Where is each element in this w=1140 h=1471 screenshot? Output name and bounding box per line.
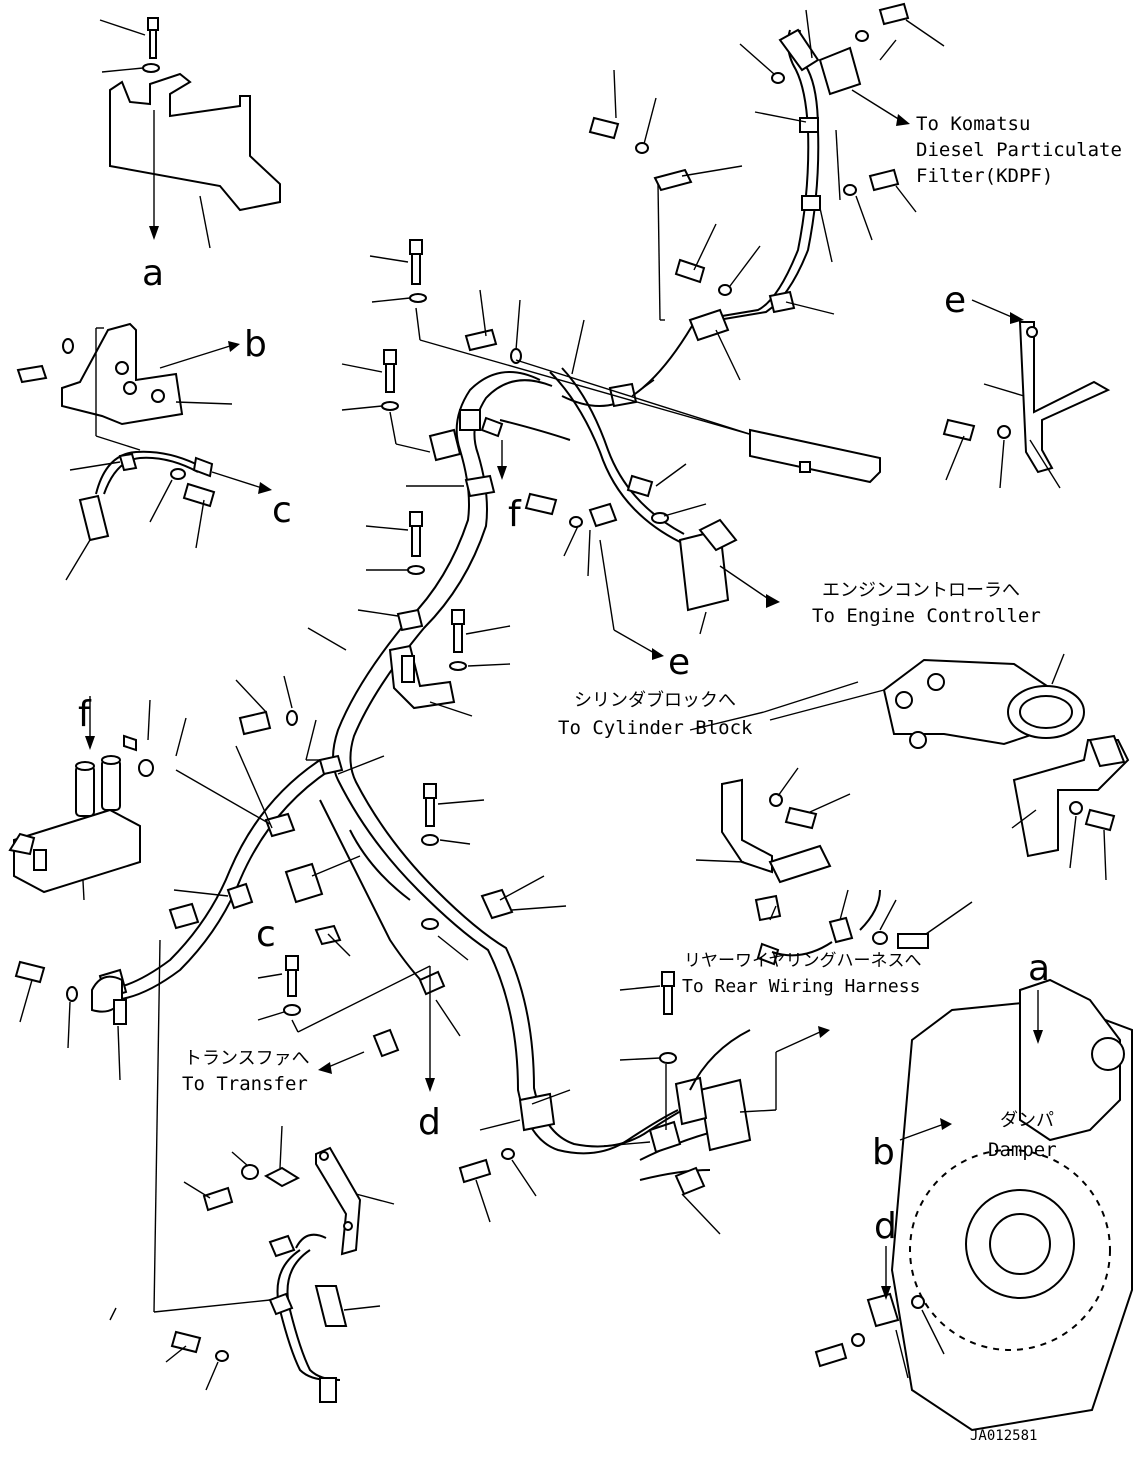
cylinder-block-label-en: To Cylinder Block — [558, 717, 753, 739]
ref-letter-a-right: a — [1028, 948, 1050, 989]
kdpf-label-line3: Filter(KDPF) — [916, 165, 1053, 187]
cylinder-block-bracket — [689, 428, 973, 966]
lower-sensor-harness — [165, 1125, 395, 1403]
ref-letter-c-lower: c — [256, 914, 276, 955]
bracket-a-assembly: a — [99, 17, 281, 294]
engine-mount-assembly — [769, 653, 1130, 881]
destination-labels: エンジンコントローラへ To Engine Controller シリンダブロッ… — [182, 580, 1041, 1095]
cylinder-block-label-jp: シリンダブロックへ — [574, 689, 736, 711]
ref-letter-e-right: e — [944, 280, 966, 321]
transfer-label-en: To Transfer — [182, 1073, 308, 1095]
rear-harness-label-jp: リヤーワイヤリングハーネスへ — [684, 951, 922, 971]
main-harness — [14, 239, 830, 1321]
ref-letter-b-right: b — [872, 1132, 895, 1173]
engine-controller-label-jp: エンジンコントローラへ — [822, 580, 1020, 601]
ref-letter-d-right: d — [874, 1206, 897, 1247]
ref-letter-a: a — [142, 253, 164, 294]
kdpf-label-line1: To Komatsu — [916, 113, 1030, 135]
transfer-label-jp: トランスファへ — [184, 1048, 310, 1069]
engine-controller-label-en: To Engine Controller — [812, 605, 1041, 627]
damper-assembly: a b d ダンパ Damper — [814, 948, 1133, 1432]
bracket-e-assembly: e — [942, 280, 1111, 489]
drawing-number: JA012581 — [970, 1428, 1037, 1444]
kdpf-harness-assembly: To Komatsu Diesel Particulate Filter(KDP… — [588, 2, 1122, 381]
bracket-b-assembly: b c — [16, 322, 292, 581]
ref-letter-f-mid: f — [508, 494, 522, 535]
ref-letter-e-mid: e — [668, 642, 690, 683]
ref-letter-d-lower: d — [418, 1102, 441, 1143]
ref-letter-f-left: f — [78, 694, 92, 735]
rear-harness-label-en: To Rear Wiring Harness — [682, 976, 920, 997]
bracket-f-assembly: f — [8, 694, 141, 894]
ref-letter-b: b — [244, 324, 267, 365]
damper-label-jp: ダンパ — [1000, 1110, 1054, 1131]
kdpf-label-line2: Diesel Particulate — [916, 139, 1122, 161]
damper-label-en: Damper — [988, 1139, 1057, 1161]
ref-letter-c: c — [272, 490, 292, 531]
